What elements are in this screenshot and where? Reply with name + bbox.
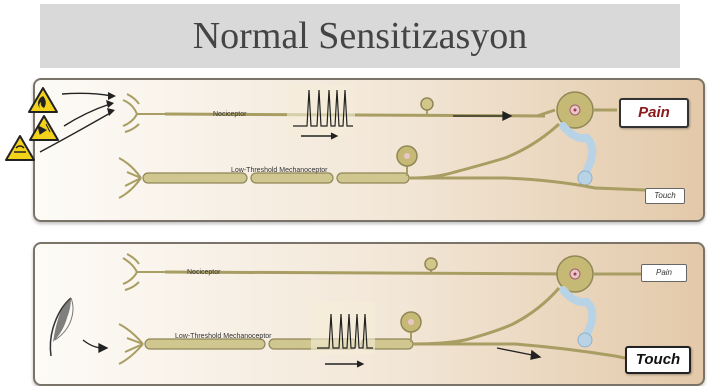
touch-output-box: Touch <box>625 346 691 374</box>
touch-output-label: Touch <box>646 189 684 203</box>
panel-bottom-diagram: Nociceptor Low-Threshold Mechanoceptor <box>35 244 703 384</box>
nociceptor-cell-body <box>421 98 433 110</box>
nociceptor-cell-body <box>425 258 437 270</box>
mechanoceptor-axon <box>413 288 559 344</box>
mechanoceptor-axon <box>409 124 559 178</box>
nociceptor-axon <box>165 272 575 274</box>
nociceptor-label: Nociceptor <box>213 111 247 118</box>
panel-top-diagram: Nociceptor Low-Threshold Mechanoceptor <box>35 80 703 220</box>
mechanoceptor-label: Low-Threshold Mechanoceptor <box>175 333 272 340</box>
pain-output-box: Pain <box>619 98 689 128</box>
mechanoceptor-dendrites <box>119 158 141 198</box>
myelin-segments <box>143 173 409 183</box>
panel-bottom: Nociceptor Low-Threshold Mechanoceptor P… <box>33 242 705 386</box>
nociceptor-dendrites <box>123 94 165 132</box>
signal-arrow <box>453 112 511 120</box>
inhibitory-interneuron <box>563 126 592 176</box>
action-potential-spikes <box>287 86 355 139</box>
pain-output-box: Pain <box>641 264 687 282</box>
title-bar: Normal Sensitizasyon <box>40 4 680 68</box>
chemical-hazard-icon <box>6 136 34 160</box>
nociceptor-dendrites <box>123 254 165 290</box>
pain-output-label: Pain <box>621 100 687 126</box>
inhibitory-interneuron <box>563 290 592 338</box>
page-title: Normal Sensitizasyon <box>40 4 680 68</box>
action-potential-spikes <box>311 302 375 367</box>
feather-icon <box>41 294 81 364</box>
stimulus-arrow <box>83 340 107 352</box>
touch-output-box: Touch <box>645 188 685 204</box>
mechanoceptor-label: Low-Threshold Mechanoceptor <box>231 167 328 174</box>
mechanoceptor-dendrites <box>119 324 143 364</box>
panel-top: Nociceptor Low-Threshold Mechanoceptor P… <box>33 78 705 222</box>
touch-output-label: Touch <box>627 348 689 372</box>
nociceptor-label: Nociceptor <box>187 269 221 276</box>
signal-arrow <box>497 348 540 359</box>
pain-output-label: Pain <box>642 265 686 281</box>
